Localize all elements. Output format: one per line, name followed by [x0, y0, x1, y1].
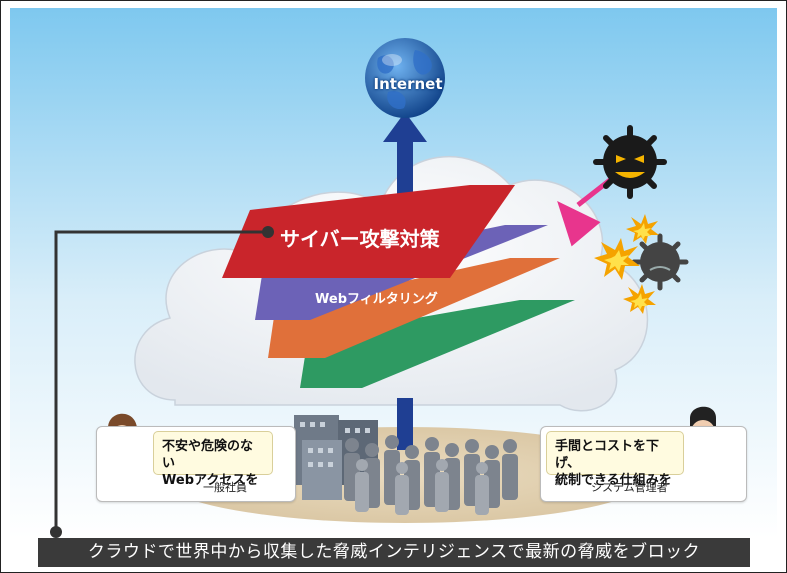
admin-message-line2: 統制できる仕組みを: [555, 473, 672, 488]
layer-label-cyber-attack: サイバー攻撃対策: [280, 227, 440, 251]
callout-line: [50, 226, 274, 538]
admin-role: システム管理者: [591, 481, 668, 494]
layer-orange: [268, 258, 560, 358]
admin-message: 手間とコストを下げ、 統制できる仕組みを: [546, 431, 684, 488]
explosion-small-icon: [626, 214, 659, 244]
crowd-front: [355, 459, 489, 515]
virus-black-icon: [593, 125, 667, 199]
bottom-banner: クラウドで世界中から収集した脅威インテリジェンスで最新の脅威をブロック: [38, 538, 750, 567]
upward-arrow: [383, 112, 427, 200]
layer-red: [222, 185, 515, 278]
internet-globe-icon: [365, 38, 445, 118]
explosion-icon: [594, 238, 640, 280]
employee-role: 一般社員: [203, 481, 247, 494]
explosion-bottom-icon: [623, 284, 656, 314]
admin-bubble: 手間とコストを下げ、 統制できる仕組みを システム管理者: [540, 426, 747, 502]
internet-label: Internet: [373, 75, 443, 93]
employee-message: 不安や危険のない Webアクセスを: [153, 431, 273, 488]
crowd-people: [344, 435, 518, 510]
layer-green: [300, 300, 575, 388]
employee-message-line1: 不安や危険のない: [162, 439, 254, 471]
employee-message-line2: Webアクセスを: [162, 473, 259, 488]
admin-message-line1: 手間とコストを下げ、: [555, 439, 660, 471]
virus-grey-icon: [631, 233, 689, 291]
employee-bubble: 不安や危険のない Webアクセスを 一般社員: [96, 426, 296, 502]
lower-arrow-shaft: [397, 398, 413, 450]
layer-label-web-filtering: Webフィルタリング: [315, 292, 438, 307]
